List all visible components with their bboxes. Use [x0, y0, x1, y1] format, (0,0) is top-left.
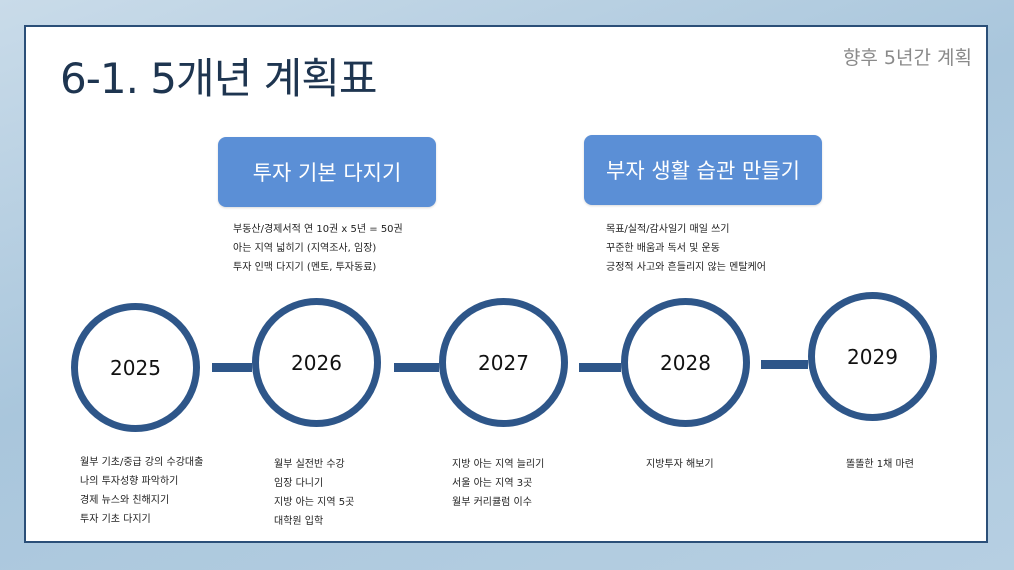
goal-notes-investment-basics: 부동산/경제서적 연 10권 x 5년 = 50권 아는 지역 넓히기 (지역조…	[233, 220, 403, 277]
goal-note: 꾸준한 배움과 독서 및 운동	[606, 243, 720, 254]
list-item: 지방투자 해보기	[646, 459, 714, 470]
list-item: 나의 투자성향 파악하기	[80, 476, 179, 487]
list-item: 월부 실전반 수강	[274, 459, 345, 470]
goal-box-wealthy-habits: 부자 생활 습관 만들기	[584, 135, 822, 205]
timeline-connector	[394, 363, 439, 372]
page-subtitle: 향후 5년간 계획	[842, 47, 972, 69]
year-items-2028: 지방투자 해보기	[646, 455, 714, 474]
timeline-connector	[761, 360, 808, 369]
list-item: 경제 뉴스와 친해지기	[80, 495, 170, 506]
list-item: 월부 기초/중급 강의 수강대출	[80, 457, 204, 468]
list-item: 지방 아는 지역 5곳	[274, 497, 355, 508]
timeline-connector	[212, 363, 252, 372]
page-title: 6-1. 5개년 계획표	[60, 54, 378, 103]
goal-notes-wealthy-habits: 목표/실적/감사일기 매일 쓰기 꾸준한 배움과 독서 및 운동 긍정적 사고와…	[606, 220, 766, 277]
year-items-2027: 지방 아는 지역 늘리기 서울 아는 지역 3곳 월부 커리큘럼 이수	[452, 455, 544, 512]
year-circle-2028: 2028	[621, 298, 750, 427]
year-circle-2025: 2025	[71, 303, 200, 432]
year-circle-2026: 2026	[252, 298, 381, 427]
year-items-2025: 월부 기초/중급 강의 수강대출 나의 투자성향 파악하기 경제 뉴스와 친해지…	[80, 453, 203, 529]
list-item: 서울 아는 지역 3곳	[452, 478, 533, 489]
year-circle-2029: 2029	[808, 292, 937, 421]
goal-box-investment-basics: 투자 기본 다지기	[218, 137, 436, 207]
goal-note: 긍정적 사고와 흔들리지 않는 멘탈케어	[606, 262, 766, 273]
timeline-connector	[579, 363, 621, 372]
list-item: 월부 커리큘럼 이수	[452, 497, 532, 508]
year-items-2026: 월부 실전반 수강 임장 다니기 지방 아는 지역 5곳 대학원 입학	[274, 455, 354, 531]
goal-note: 목표/실적/감사일기 매일 쓰기	[606, 224, 730, 235]
goal-note: 부동산/경제서적 연 10권 x 5년 = 50권	[233, 224, 403, 235]
list-item: 투자 기초 다지기	[80, 514, 151, 525]
list-item: 임장 다니기	[274, 478, 324, 489]
list-item: 지방 아는 지역 늘리기	[452, 459, 545, 470]
goal-note: 투자 인맥 다지기 (멘토, 투자동료)	[233, 262, 377, 273]
year-circle-2027: 2027	[439, 298, 568, 427]
list-item: 대학원 입학	[274, 516, 324, 527]
year-items-2029: 똘똘한 1채 마련	[846, 455, 914, 474]
slide-frame: 6-1. 5개년 계획표 향후 5년간 계획 투자 기본 다지기 부동산/경제서…	[24, 25, 988, 543]
goal-note: 아는 지역 넓히기 (지역조사, 임장)	[233, 243, 377, 254]
list-item: 똘똘한 1채 마련	[846, 459, 914, 470]
